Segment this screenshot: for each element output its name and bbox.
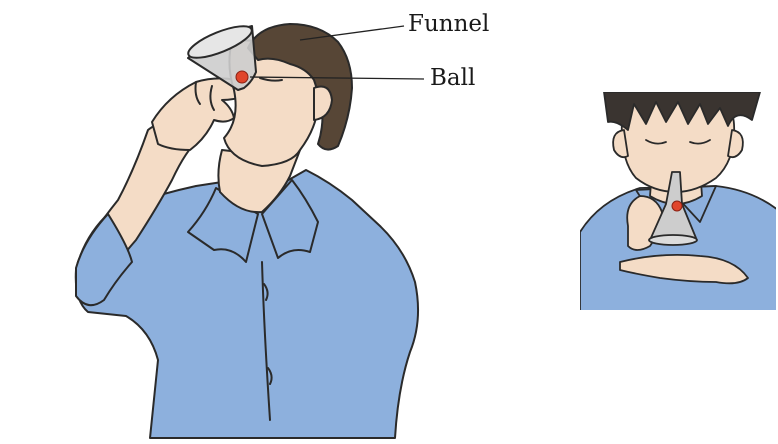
- right-ball-icon: [672, 201, 682, 211]
- left-figure: [76, 20, 418, 438]
- right-funnel-rim: [649, 235, 697, 245]
- left-ball-icon: [236, 71, 248, 83]
- ball-label: Ball: [430, 65, 475, 91]
- right-inset: [580, 90, 778, 312]
- funnel-label: Funnel: [408, 11, 489, 37]
